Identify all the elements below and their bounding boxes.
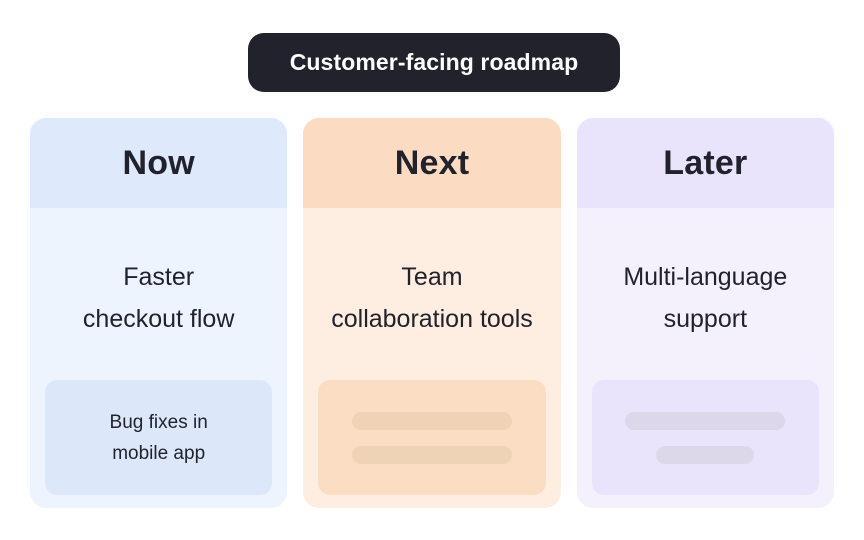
roadmap-item-card-now[interactable]: Bug fixes in mobile app [45, 380, 273, 495]
skeleton-bar [351, 445, 513, 464]
column-summary-now: Faster checkout flow [45, 256, 272, 340]
column-summary-next: Team collaboration tools [318, 256, 545, 340]
skeleton-bar [351, 411, 513, 430]
roadmap-item-line-2: mobile app [112, 442, 206, 464]
column-header-next: Next [303, 118, 561, 208]
roadmap-title-pill: Customer-facing roadmap [248, 33, 620, 92]
column-title-later: Later [663, 143, 748, 182]
column-body-next: Team collaboration tools [303, 208, 560, 508]
roadmap-columns: Now Faster checkout flow Bug fixes in mo… [30, 118, 834, 508]
column-body-later: Multi-language support [577, 208, 834, 508]
roadmap-column-now[interactable]: Now Faster checkout flow Bug fixes in mo… [30, 118, 288, 508]
roadmap-item-card-later[interactable] [591, 380, 819, 495]
column-summary-line-2: checkout flow [82, 305, 235, 333]
column-header-later: Later [576, 118, 834, 208]
skeleton-bar [656, 445, 755, 464]
column-summary-line-1: Faster [123, 263, 195, 291]
skeleton-placeholder-next [334, 411, 529, 464]
column-summary-line-2: support [663, 305, 748, 333]
skeleton-bar [625, 411, 786, 430]
page-title: Customer-facing roadmap [289, 49, 579, 75]
column-body-now: Faster checkout flow Bug fixes in mobile… [30, 208, 287, 508]
column-summary-line-2: collaboration tools [331, 305, 533, 333]
roadmap-item-line-1: Bug fixes in [109, 411, 208, 433]
column-header-now: Now [30, 118, 288, 208]
column-title-next: Next [394, 143, 470, 182]
column-title-now: Now [122, 143, 195, 182]
roadmap-item-text-now: Bug fixes in mobile app [110, 407, 208, 469]
roadmap-item-card-next[interactable] [318, 380, 546, 495]
column-summary-line-1: Team [401, 263, 463, 291]
skeleton-placeholder-later [608, 411, 803, 464]
column-summary-later: Multi-language support [592, 256, 819, 340]
column-summary-line-1: Multi-language [623, 263, 788, 291]
roadmap-column-next[interactable]: Next Team collaboration tools [303, 118, 561, 508]
roadmap-column-later[interactable]: Later Multi-language support [576, 118, 834, 508]
